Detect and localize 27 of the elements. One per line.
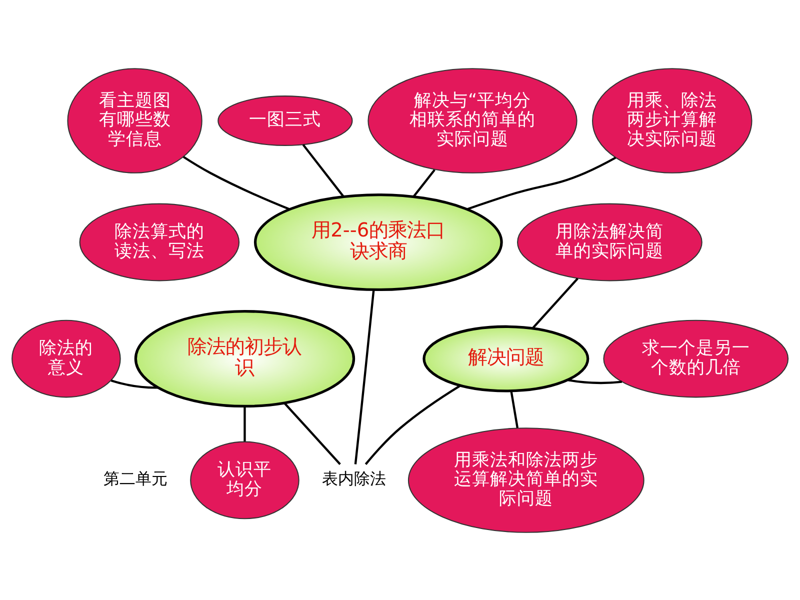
node-ellipse: 除法的初步认识: [134, 309, 356, 408]
node-ellipse: 用2--6的乘法口诀求商: [254, 192, 503, 291]
connector: [568, 378, 622, 384]
connector: [244, 406, 246, 441]
node-ellipse: 用乘法和除法两步运算解决简单的实际问题: [408, 427, 644, 532]
connector: [284, 402, 341, 465]
connector: [412, 168, 436, 197]
node-ellipse: 解决与“平均分相联系的简单的实际问题: [368, 68, 578, 173]
node-ellipse: 解决问题: [422, 324, 590, 392]
node-ellipse: 看主题图有哪些数学信息: [67, 68, 202, 173]
node-ellipse: 除法的意义: [12, 319, 121, 398]
node-ellipse: 求一个是另一个数的几倍: [603, 319, 789, 398]
connector: [354, 289, 375, 464]
node-ellipse: 除法算式的读法、写法: [79, 202, 240, 281]
connector: [532, 277, 578, 328]
label: 第二单元: [104, 468, 168, 488]
connector: [110, 379, 158, 388]
connector: [510, 390, 519, 428]
connector: [182, 155, 290, 210]
connector: [302, 144, 345, 197]
node-ellipse: 用乘、除法两步计算解决实际问题: [592, 68, 752, 173]
connector: [364, 384, 461, 464]
node-ellipse: 一图三式: [218, 95, 353, 146]
node-ellipse: 用除法解决简单的实际问题: [517, 202, 702, 281]
node-ellipse: 认识平均分: [190, 440, 300, 519]
node-text: 表内除法: [322, 468, 386, 488]
connector: [466, 156, 616, 210]
